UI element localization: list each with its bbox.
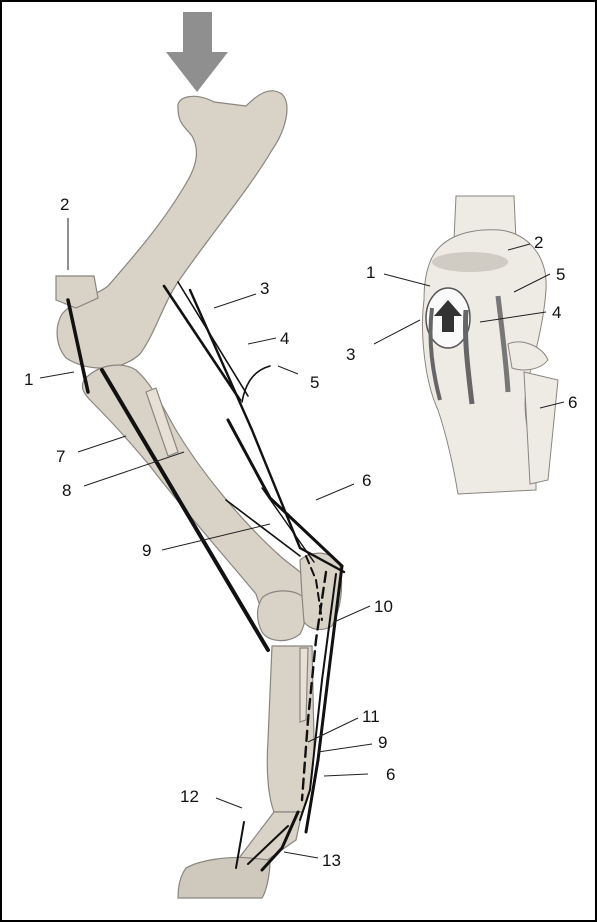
main-label-3: 3 xyxy=(260,279,269,298)
inset-label-1: 1 xyxy=(366,263,375,282)
main-label-7: 7 xyxy=(56,447,65,466)
main-label-11: 11 xyxy=(362,707,380,726)
leader-3 xyxy=(214,294,256,308)
main-label-9a: 9 xyxy=(142,541,151,560)
inset-label-2: 2 xyxy=(534,233,543,252)
main-label-6a: 6 xyxy=(362,471,371,490)
leader-1 xyxy=(40,372,74,378)
main-label-6b: 6 xyxy=(386,765,395,784)
inset-label-6: 6 xyxy=(568,393,577,412)
inset-condyle xyxy=(508,342,548,370)
inset-fibula xyxy=(524,372,558,484)
main-label-13: 13 xyxy=(322,851,341,870)
inset-label-3: 3 xyxy=(346,345,355,364)
main-label-5: 5 xyxy=(310,373,319,392)
main-label-4: 4 xyxy=(280,329,289,348)
leader-6a xyxy=(316,484,354,500)
main-label-1: 1 xyxy=(24,370,33,389)
leader-10 xyxy=(334,606,370,622)
inset-label-4: 4 xyxy=(552,303,561,322)
splint-bone xyxy=(300,648,308,722)
leader-6b xyxy=(324,774,368,776)
inset-shading-top xyxy=(432,252,508,272)
hock-bones xyxy=(258,591,306,641)
tendon-5 xyxy=(242,366,270,402)
leader-13 xyxy=(284,852,318,858)
inset-leader-1 xyxy=(384,274,430,286)
main-label-12: 12 xyxy=(180,787,199,806)
inset-stifle-diagram: 1 2 5 4 3 6 xyxy=(346,196,577,494)
leader-12 xyxy=(216,798,242,808)
leader-7 xyxy=(78,436,126,452)
inset-label-5: 5 xyxy=(556,265,565,284)
leader-4 xyxy=(248,338,276,344)
main-label-8: 8 xyxy=(62,481,71,500)
main-label-2: 2 xyxy=(60,195,69,214)
leader-11 xyxy=(308,718,358,742)
load-arrow xyxy=(166,12,228,92)
hoof xyxy=(178,857,270,898)
inset-leader-3 xyxy=(374,320,420,344)
leader-5 xyxy=(278,366,298,374)
limb-bones xyxy=(56,91,342,898)
main-label-10: 10 xyxy=(374,597,393,616)
femur-bone xyxy=(57,91,287,368)
main-label-9b: 9 xyxy=(378,733,387,752)
leader-9b xyxy=(318,744,372,752)
